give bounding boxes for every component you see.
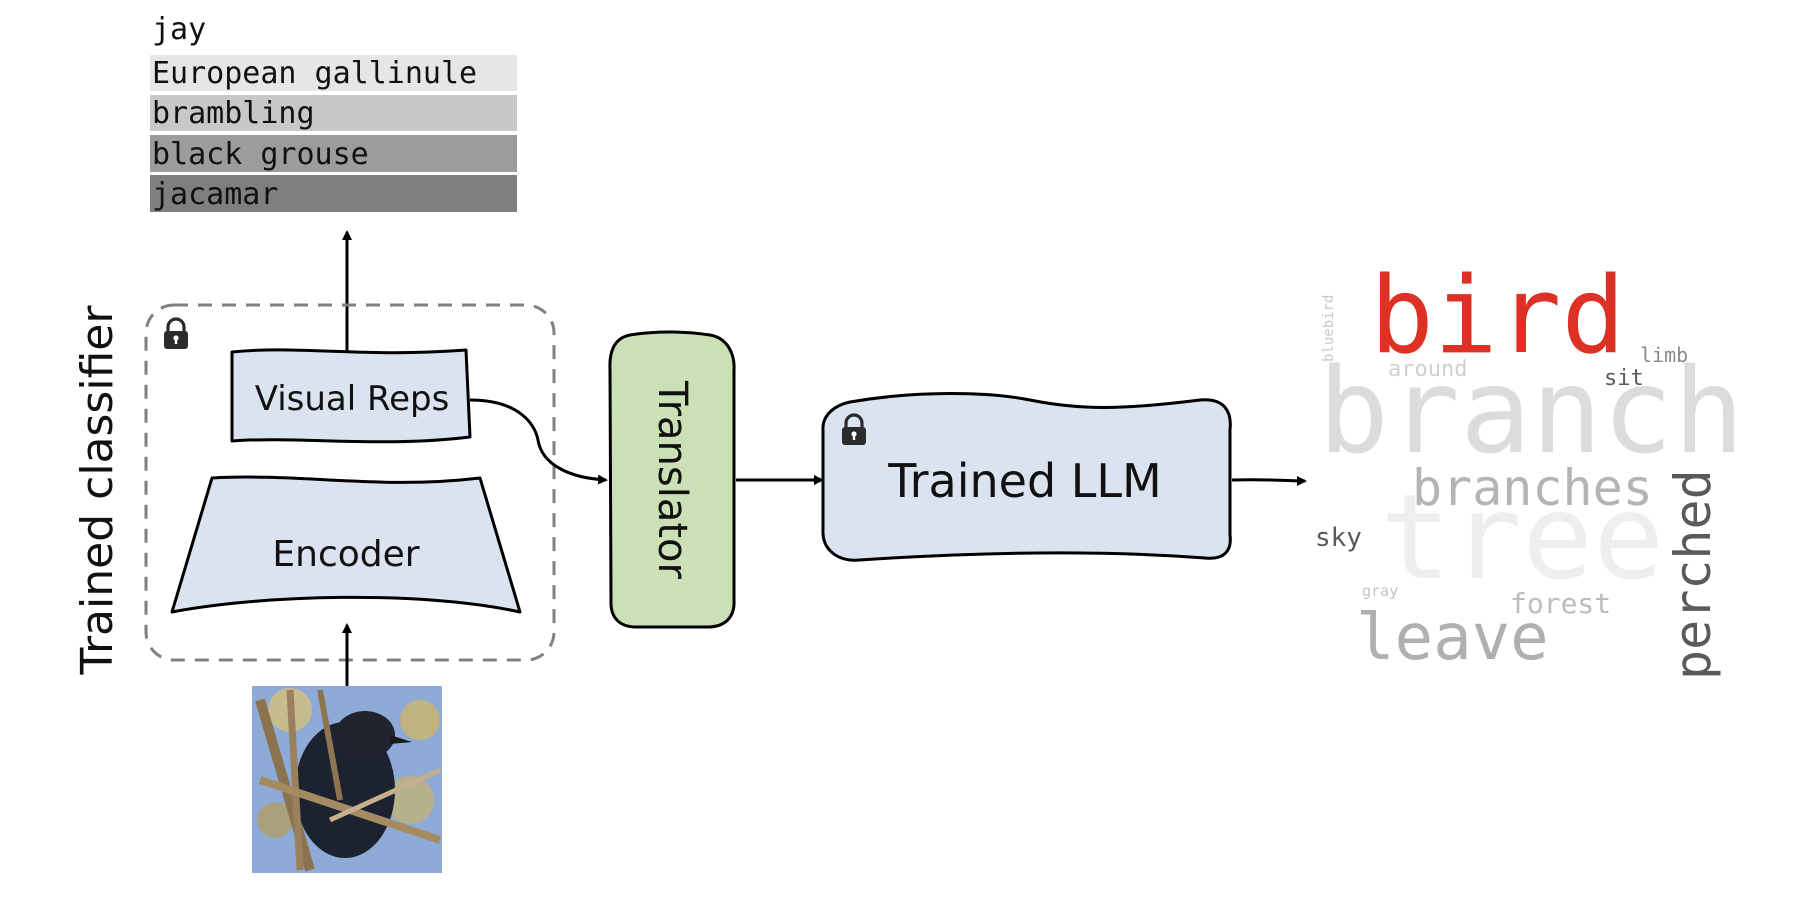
word-limb: limb [1640,343,1688,367]
translator-block: Translator [608,330,736,629]
llm-block: Trained LLM [821,392,1232,562]
arrow-llm-to-wordcloud [1231,475,1307,486]
word-sky: sky [1315,523,1362,553]
visual-reps-label: Visual Reps [255,379,450,419]
prediction-row-bg [150,55,517,91]
prediction-row-bg [150,10,517,44]
prediction-label: black grouse [152,137,369,172]
prediction-label: European gallinule [152,56,477,91]
lock-icon [842,413,866,445]
prediction-label: jay [152,12,206,47]
word-around: around [1388,357,1467,382]
visual-reps-block: Visual Reps [230,348,472,444]
input-image [252,686,442,873]
word-branch: branch [1318,342,1744,480]
prediction-label: brambling [152,96,315,131]
classifier-boundary [144,303,556,662]
prediction-row-bg [150,175,517,212]
prediction-row-bg [150,95,517,131]
prediction-list: jay European gallinule brambling black g… [150,10,517,212]
word-sit: sit [1604,366,1644,391]
translator-label: Translator [649,380,695,579]
encoder-label: Encoder [272,534,419,575]
llm-label: Trained LLM [887,454,1161,508]
lock-icon [164,317,188,349]
classifier-group-label: Trained classifier [72,305,123,676]
prediction-label: jacamar [152,177,278,212]
prediction-row-bg [150,135,517,172]
word-gray: gray [1362,582,1398,600]
word-perched: perched [1664,469,1722,680]
word-bluebird: bluebird [1321,295,1337,362]
word-leave: leave [1356,601,1549,675]
word-cloud: tree branch bird branches perched leave … [1315,254,1744,680]
word-forest: forest [1510,587,1611,620]
word-bird: bird [1370,254,1625,377]
word-tree: tree [1380,468,1664,606]
arrow-reps-to-translator [469,398,608,485]
encoder-block: Encoder [170,475,522,614]
word-branches: branches [1412,459,1653,517]
